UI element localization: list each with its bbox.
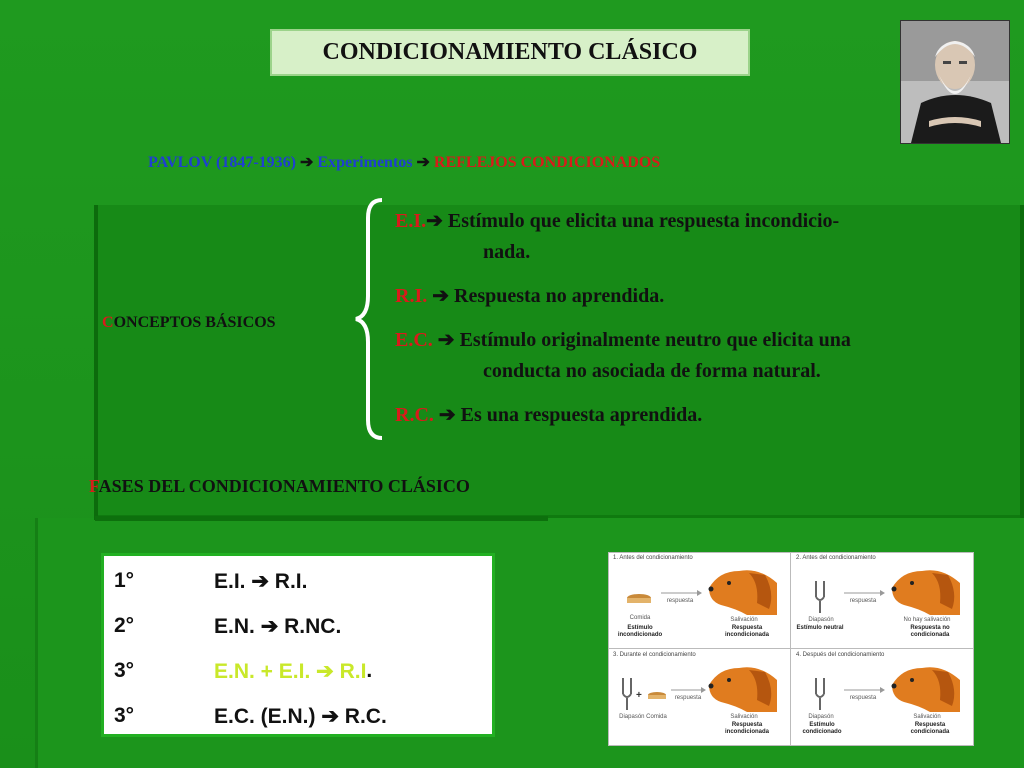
phase-formula: E.I. ➔ R.I. xyxy=(214,569,308,593)
page-title: CONDICIONAMIENTO CLÁSICO xyxy=(322,39,698,65)
background-band-upper xyxy=(95,205,1024,518)
conceptos-basicos-label: CONCEPTOS BÁSICOS xyxy=(102,314,276,331)
diagram-panel: 1. Antes del condicionamiento Comida Est… xyxy=(609,553,790,648)
curly-brace-icon xyxy=(355,198,383,440)
phase-formula: E.C. (E.N.) ➔ R.C. xyxy=(214,704,387,728)
decorative-horizontal-line xyxy=(95,516,548,521)
phase-row: 3° E.C. (E.N.) ➔ R.C. xyxy=(114,704,387,728)
arrow-right-icon: ➔ xyxy=(438,404,456,426)
diagram-divider xyxy=(790,553,791,745)
arrow-right-icon: ➔ xyxy=(321,704,339,728)
title-box: CONDICIONAMIENTO CLÁSICO xyxy=(270,29,750,76)
phases-table: 1° E.I. ➔ R.I. 2° E.N. ➔ R.NC. 3° E.N. +… xyxy=(101,553,495,737)
definition-item: R.C. ➔ Es una respuesta aprendida. xyxy=(395,404,703,426)
dog-pairing-icon: + xyxy=(622,667,777,712)
svg-text:+: + xyxy=(636,690,642,701)
phase-row: 2° E.N. ➔ R.NC. xyxy=(114,614,342,638)
phase-row: 3° E.N. + E.I. ➔ R.I. xyxy=(114,659,373,683)
pavlov-line: PAVLOV (1847-1936) ➔ Experimentos ➔ REFL… xyxy=(148,152,660,172)
definition-item: E.I.➔ Estímulo que elicita una respuesta… xyxy=(395,210,840,263)
definition-item: E.C. ➔ Estímulo originalmente neutro que… xyxy=(395,329,851,382)
arrow-right-icon: ➔ xyxy=(432,285,449,307)
arrow-right-icon: ➔ xyxy=(426,210,443,232)
conditioning-diagram: 1. Antes del condicionamiento Comida Est… xyxy=(608,552,974,746)
dog-tuning-fork-icon xyxy=(815,570,960,615)
pavlov-portrait xyxy=(900,20,1010,144)
decorative-vertical-line xyxy=(94,205,98,520)
arrow-right-icon: ➔ xyxy=(416,154,434,171)
dog-conditioned-icon xyxy=(815,667,960,712)
definitions-list: E.I.➔ Estímulo que elicita una respuesta… xyxy=(395,206,1015,444)
diagram-divider xyxy=(609,648,973,649)
arrow-right-icon: ➔ xyxy=(316,659,334,683)
experiments-label: Experimentos xyxy=(317,154,413,171)
portrait-image xyxy=(901,21,1009,143)
reflexes-label: REFLEJOS CONDICIONADOS xyxy=(433,154,661,171)
phase-formula: E.N. + E.I. ➔ R.I xyxy=(214,659,367,683)
phase-row: 1° E.I. ➔ R.I. xyxy=(114,569,308,593)
arrow-right-icon: ➔ xyxy=(300,154,318,171)
arrow-right-icon: ➔ xyxy=(251,569,269,593)
definition-item: R.I. ➔ Respuesta no aprendida. xyxy=(395,285,665,307)
phase-formula: E.N. ➔ R.NC. xyxy=(214,614,342,638)
pavlov-name: PAVLOV (1847-1936) xyxy=(148,154,296,171)
arrow-right-icon: ➔ xyxy=(260,614,279,638)
diagram-panel: 4. Después del condicionamiento Diapasón… xyxy=(792,650,973,745)
dog-food-icon xyxy=(627,570,777,615)
diagram-panel: 2. Antes del condicionamiento Diapasón E… xyxy=(792,553,973,648)
arrow-right-icon: ➔ xyxy=(437,329,455,351)
fases-label: FASES DEL CONDICIONAMIENTO CLÁSICO xyxy=(89,476,470,496)
diagram-panel: 3. Durante el condicionamiento + Diapasó… xyxy=(609,650,790,745)
